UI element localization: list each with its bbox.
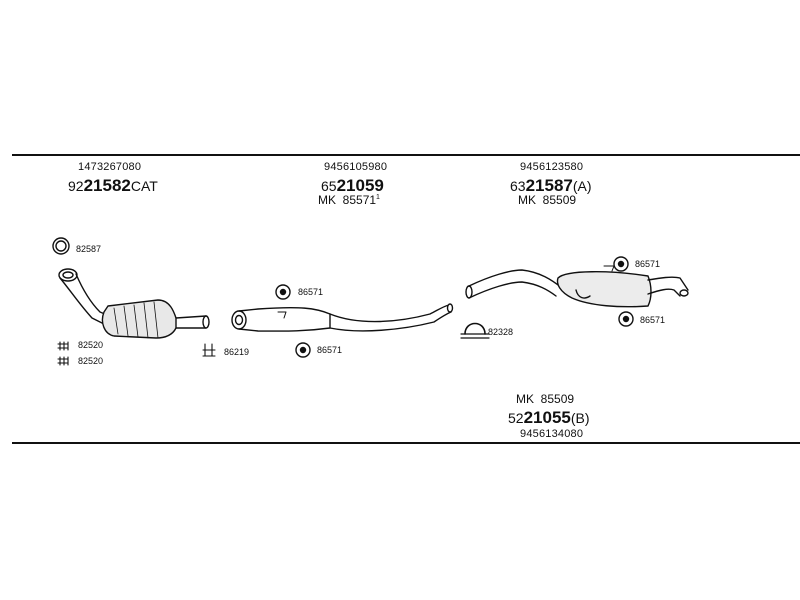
middle-oem-number: 9456105980 [324,161,388,173]
catalytic-part-suffix: CAT [130,178,158,194]
bolt-part-number-2: 82520 [78,356,104,366]
bolt-part-number-1: 82520 [78,340,104,350]
rear-silencer-drawing [465,265,689,308]
clamp-icon [202,343,216,357]
bolt-icon [57,341,69,351]
gasket-part-number: 82587 [76,244,102,254]
bolt-icon [57,356,69,366]
middle-part-code: 6521059 [321,177,384,194]
catalytic-part-prefix: 92 [68,178,84,194]
ring-mid-top-part-number: 86571 [298,287,324,297]
top-rule [12,154,800,156]
rubber-ring-icon [295,342,311,358]
rear-oem-number: 9456123580 [520,161,584,173]
catalytic-oem-number: 1473267080 [78,161,142,173]
middle-kit-note: 1 [376,194,380,201]
rear-b-part-number: 21055 [523,408,571,427]
catalytic-converter-drawing [58,268,210,339]
ring-rear-bottom-part-number: 86571 [640,315,666,325]
u-clamp-icon [460,322,490,339]
rubber-ring-icon [275,284,291,300]
catalytic-part-code: 9221582CAT [68,177,158,194]
middle-kit-value: 85571 [342,193,377,207]
rear-b-oem-number: 9456134080 [520,428,584,440]
rear-kit-prefix: MK [518,193,536,207]
rear-part-code: 6321587(A) [510,177,592,194]
middle-part-number: 21059 [336,176,384,195]
ring-mid-bottom-part-number: 86571 [317,345,343,355]
ring-rear-top-part-number: 86571 [635,259,661,269]
clamp-part-number: 86219 [224,347,250,357]
rear-b-kit-value: 85509 [540,392,575,406]
bottom-rule [12,442,800,444]
rear-b-part-prefix: 52 [508,410,524,426]
middle-silencer-drawing [231,303,454,332]
rear-part-prefix: 63 [510,178,526,194]
rubber-ring-icon [613,256,629,272]
middle-kit-prefix: MK [318,193,336,207]
rear-b-kit-number: MK 85509 [516,393,574,405]
catalytic-part-number: 21582 [83,176,131,195]
u-clamp-part-number: 82328 [488,327,514,337]
rear-part-suffix: (A) [572,178,592,194]
middle-kit-number: MK 855711 [318,194,380,206]
rear-part-number: 21587 [525,176,573,195]
rear-b-part-suffix: (B) [570,410,590,426]
rubber-ring-icon [618,311,634,327]
rear-kit-number: MK 85509 [518,194,576,206]
gasket-ring-icon [52,237,70,255]
rear-b-kit-prefix: MK [516,392,534,406]
middle-part-prefix: 65 [321,178,337,194]
rear-kit-value: 85509 [542,193,577,207]
rear-b-part-code: 5221055(B) [508,409,590,426]
